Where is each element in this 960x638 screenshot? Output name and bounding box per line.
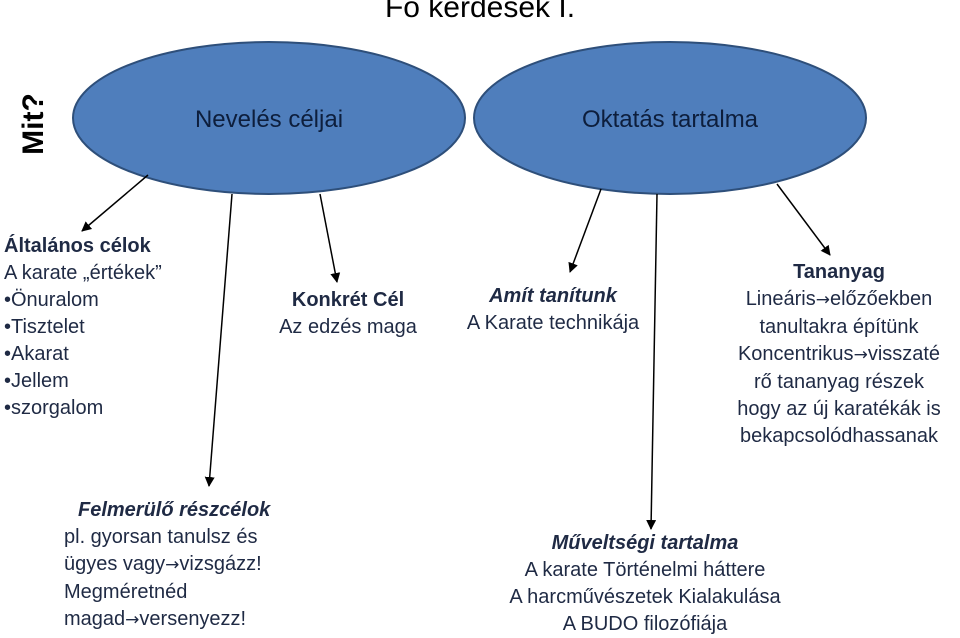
- concrete-goal-heading: Konkrét Cél: [291, 289, 405, 311]
- ellipse-education-goals: [72, 41, 466, 195]
- subgoals-line: ügyes vagy→vizsgázz!: [64, 553, 262, 575]
- general-goals-line: •szorgalom: [4, 397, 104, 419]
- general-goals-line: •Akarat: [4, 343, 69, 365]
- curriculum-box: Tananyag Lineáris→előzőekben tanultakra …: [716, 259, 960, 450]
- culture-line: A BUDO filozófiája: [562, 613, 728, 635]
- arrow-right-icon: →: [815, 290, 830, 310]
- curriculum-line: hogy az új karatékák is: [737, 398, 941, 420]
- subgoals-heading: Felmerülő részcélok: [78, 499, 271, 521]
- subgoals-box: Felmerülő részcélok pl. gyorsan tanulsz …: [64, 497, 324, 634]
- what-we-teach-heading: Amít tanítunk: [489, 285, 617, 307]
- subgoals-line: magad→versenyezz!: [64, 608, 247, 630]
- arrow-to-what-we-teach: [568, 188, 602, 273]
- culture-box: Műveltségi tartalma A karate Történelmi …: [470, 530, 820, 638]
- ellipse-left-label: Nevelés céljai: [195, 106, 343, 133]
- ellipse-teaching-content: [473, 41, 867, 195]
- arrow-to-concrete-goal: [319, 193, 341, 283]
- concrete-goal-box: Konkrét Cél Az edzés maga: [258, 287, 438, 341]
- arrow-right-icon: →: [165, 555, 180, 575]
- arrow-right-icon: →: [853, 345, 868, 365]
- culture-line: A harcművészetek Kialakulása: [509, 586, 781, 608]
- arrow-right-icon: →: [125, 610, 140, 630]
- curriculum-line: rő tananyag részek: [753, 371, 925, 393]
- arrow-to-subgoals: [204, 193, 233, 487]
- general-goals-heading: Általános célok: [4, 235, 151, 257]
- culture-line: A karate Történelmi háttere: [524, 559, 766, 581]
- subgoals-line: pl. gyorsan tanulsz és: [64, 526, 258, 548]
- subgoals-line: Megméretnéd: [64, 581, 188, 603]
- concrete-goal-line: Az edzés maga: [279, 316, 417, 338]
- general-goals-line: •Jellem: [4, 370, 69, 392]
- curriculum-line: Koncentrikus→visszaté: [737, 343, 941, 365]
- ellipse-right-label: Oktatás tartalma: [582, 106, 759, 133]
- culture-heading: Műveltségi tartalma: [551, 532, 739, 554]
- arrow-to-general-goals: [81, 174, 149, 232]
- curriculum-line: tanultakra építünk: [759, 316, 919, 338]
- general-goals-box: Általános célok A karate „értékek” •Önur…: [4, 233, 224, 422]
- general-goals-line: A karate „értékek”: [4, 262, 162, 284]
- slide-title: Fő kérdések I.: [384, 0, 576, 24]
- arrow-to-curriculum: [776, 183, 831, 256]
- general-goals-line: •Önuralom: [4, 289, 99, 311]
- what-we-teach-box: Amít tanítunk A Karate technikája: [443, 283, 663, 337]
- curriculum-heading: Tananyag: [793, 261, 885, 283]
- arrow-to-culture: [646, 193, 658, 530]
- general-goals-line: •Tisztelet: [4, 316, 85, 338]
- curriculum-line: Lineáris→előzőekben: [745, 288, 933, 310]
- curriculum-line: bekapcsolódhassanak: [740, 425, 938, 447]
- what-we-teach-line: A Karate technikája: [466, 312, 640, 334]
